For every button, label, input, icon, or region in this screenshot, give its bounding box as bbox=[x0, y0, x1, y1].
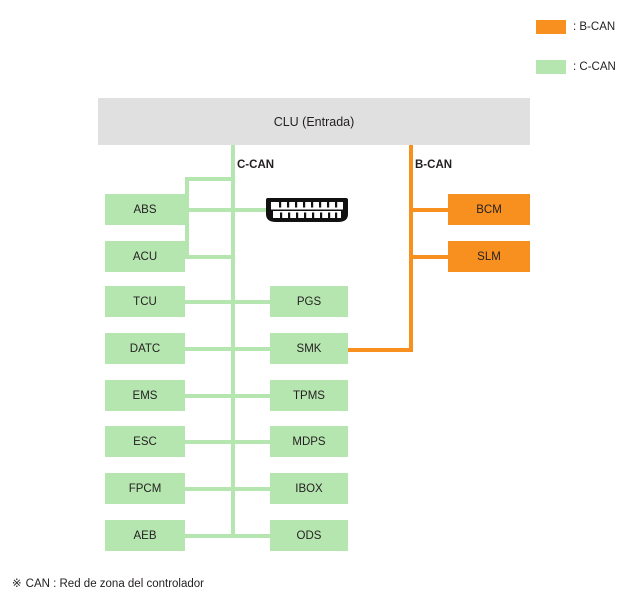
legend-swatch-b-can bbox=[536, 20, 566, 34]
legend-item-b-can: : B-CAN bbox=[536, 20, 622, 34]
c-can-stub-esc bbox=[183, 440, 233, 444]
c-can-stub-acu bbox=[183, 255, 233, 259]
c-can-stub-tcu bbox=[183, 300, 233, 304]
clu-header-label: CLU (Entrada) bbox=[273, 114, 355, 129]
c-can-branch-top bbox=[185, 177, 235, 181]
node-ibox[interactable]: IBOX bbox=[270, 473, 348, 504]
node-tcu[interactable]: TCU bbox=[105, 286, 185, 317]
legend-item-c-can: : C-CAN bbox=[536, 60, 622, 74]
b-can-bus-label: B-CAN bbox=[415, 159, 453, 171]
c-can-stub-tpms bbox=[231, 394, 272, 398]
legend-swatch-c-can bbox=[536, 60, 566, 74]
node-esc[interactable]: ESC bbox=[105, 426, 185, 457]
c-can-branch-vertical bbox=[185, 177, 189, 259]
node-ods[interactable]: ODS bbox=[270, 520, 348, 551]
node-mdps[interactable]: MDPS bbox=[270, 426, 348, 457]
clu-header-bar: CLU (Entrada) bbox=[98, 98, 530, 145]
c-can-stub-obd bbox=[231, 208, 272, 212]
legend: : B-CAN : C-CAN bbox=[536, 20, 622, 100]
node-abs[interactable]: ABS bbox=[105, 194, 185, 225]
c-can-bus-label: C-CAN bbox=[237, 159, 275, 171]
footnote-mark: ※ bbox=[12, 578, 22, 590]
b-can-bus-vertical bbox=[409, 145, 413, 352]
c-can-stub-aeb bbox=[183, 534, 233, 538]
c-can-bus-vertical bbox=[231, 145, 235, 536]
c-can-stub-fpcm bbox=[183, 487, 233, 491]
node-ems[interactable]: EMS bbox=[105, 380, 185, 411]
b-can-stub-bcm bbox=[409, 208, 450, 212]
c-can-stub-ods bbox=[231, 534, 272, 538]
node-tpms[interactable]: TPMS bbox=[270, 380, 348, 411]
legend-label-c-can: : C-CAN bbox=[573, 61, 616, 73]
footnote: ※CAN : Red de zona del controlador bbox=[12, 576, 204, 590]
node-slm[interactable]: SLM bbox=[448, 241, 530, 272]
node-bcm[interactable]: BCM bbox=[448, 194, 530, 225]
obd-ii-connector-icon bbox=[264, 194, 350, 226]
node-datc[interactable]: DATC bbox=[105, 333, 185, 364]
c-can-stub-abs bbox=[183, 208, 233, 212]
legend-label-b-can: : B-CAN bbox=[573, 21, 616, 33]
node-aeb[interactable]: AEB bbox=[105, 520, 185, 551]
c-can-stub-smk bbox=[231, 347, 272, 351]
c-can-stub-mdps bbox=[231, 440, 272, 444]
c-can-stub-pgs bbox=[231, 300, 272, 304]
node-pgs[interactable]: PGS bbox=[270, 286, 348, 317]
b-can-link-to-smk bbox=[346, 348, 413, 352]
node-fpcm[interactable]: FPCM bbox=[105, 473, 185, 504]
node-acu[interactable]: ACU bbox=[105, 241, 185, 272]
b-can-stub-slm bbox=[409, 255, 450, 259]
node-smk[interactable]: SMK bbox=[270, 333, 348, 364]
c-can-stub-ibox bbox=[231, 487, 272, 491]
c-can-stub-ems bbox=[183, 394, 233, 398]
footnote-text: CAN : Red de zona del controlador bbox=[25, 578, 204, 590]
c-can-stub-datc bbox=[183, 347, 233, 351]
